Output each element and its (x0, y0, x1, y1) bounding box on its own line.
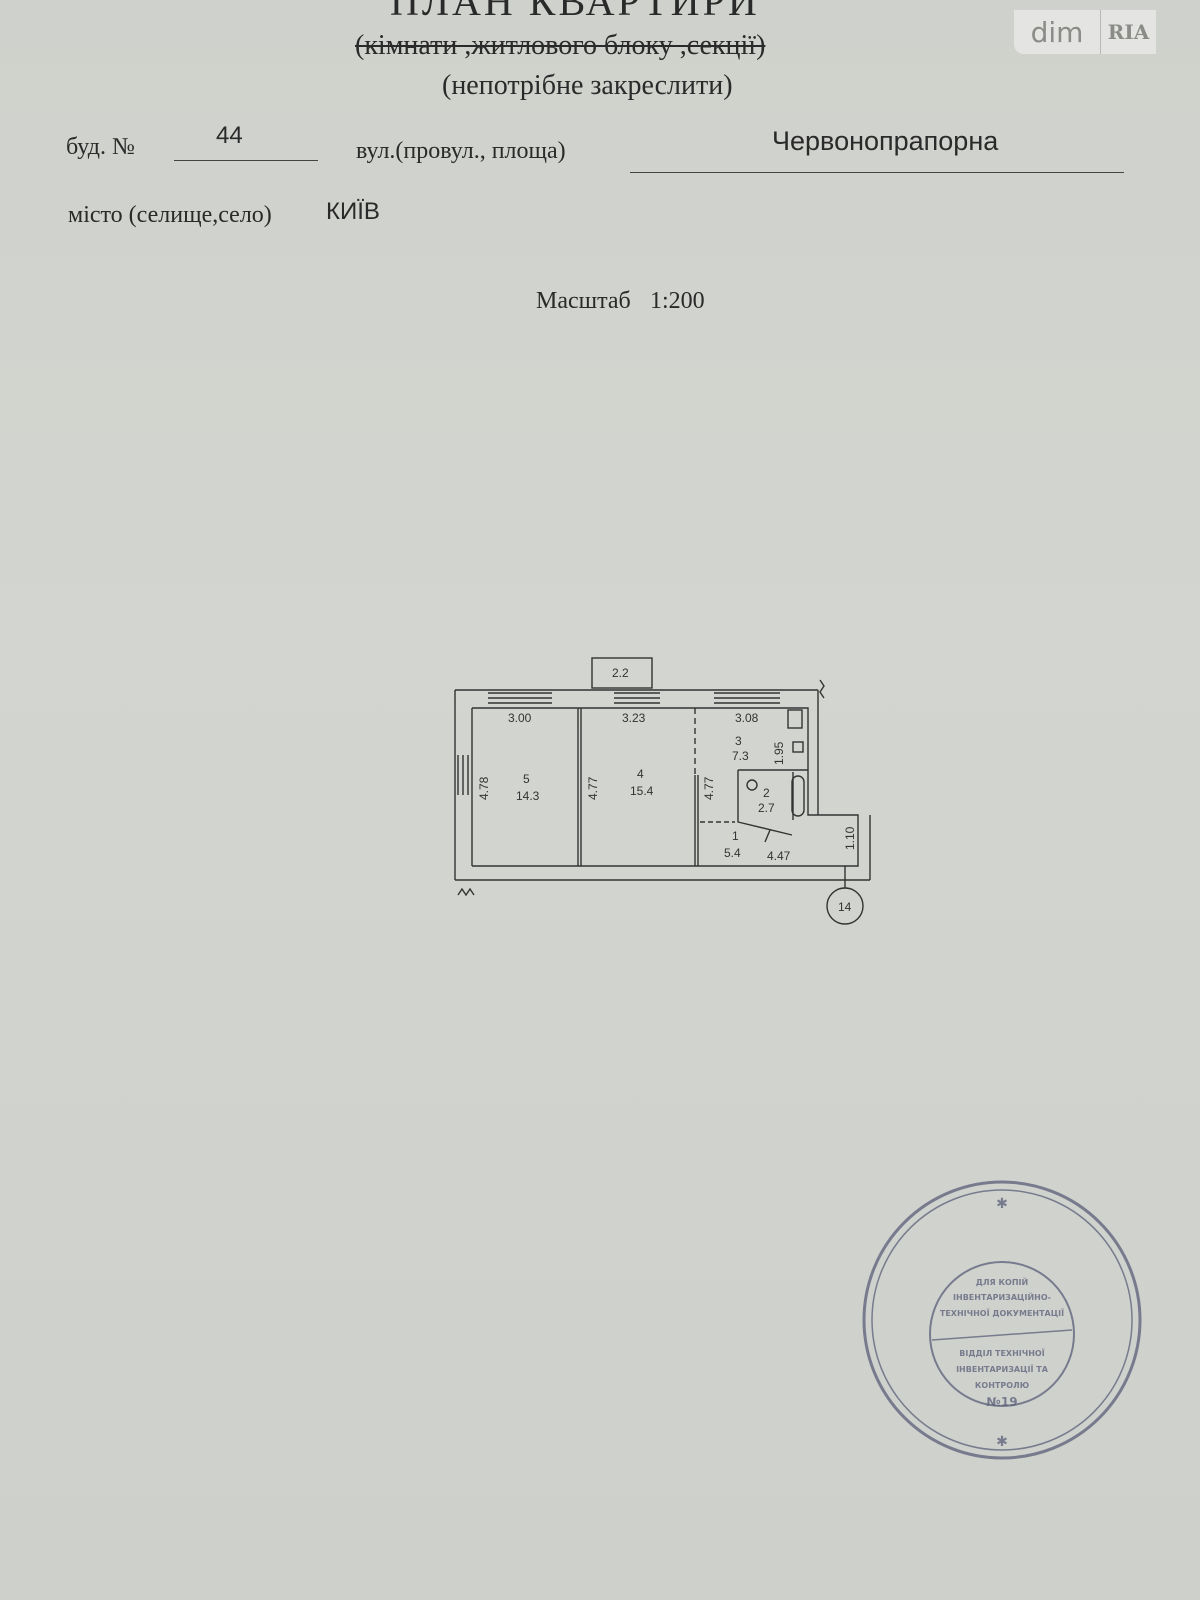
room-4-area: 15.4 (630, 784, 654, 798)
street-label: вул.(провул., площа) (356, 138, 566, 164)
dim-kitchen-width: 3.08 (735, 711, 759, 725)
dim-room4-width: 3.23 (622, 711, 646, 725)
city-label: місто (селище,село) (68, 202, 272, 228)
logo-ria: RIA (1100, 10, 1156, 54)
svg-text:КОНТРОЛЮ: КОНТРОЛЮ (975, 1381, 1029, 1390)
bathroom-walls (737, 769, 808, 843)
svg-text:ВІДДІЛ ТЕХНІЧНОЇ: ВІДДІЛ ТЕХНІЧНОЇ (959, 1348, 1044, 1358)
dim-hall-length: 4.47 (767, 849, 791, 863)
dim-wall-4-hall: 4.77 (702, 776, 716, 800)
dim-kitchen-depth: 1.95 (772, 741, 786, 765)
balcony-area: 2.2 (612, 666, 629, 680)
instruction-note: (непотрібне закреслити) (442, 70, 733, 101)
room-1-number: 1 (732, 829, 739, 843)
axis-marker-label: 14 (838, 900, 852, 914)
sink-icon (792, 741, 804, 753)
break-marks (457, 679, 825, 897)
room-5-number: 5 (523, 772, 530, 786)
svg-text:№19: №19 (986, 1395, 1017, 1409)
building-underline (174, 160, 318, 161)
svg-text:ІНВЕНТАРИЗАЦІЙНО-: ІНВЕНТАРИЗАЦІЙНО- (953, 1291, 1051, 1302)
dim-wall-5-4: 4.77 (586, 776, 600, 800)
svg-text:ІНВЕНТАРИЗАЦІЇ ТА: ІНВЕНТАРИЗАЦІЇ ТА (956, 1364, 1049, 1374)
windows (457, 692, 780, 795)
room-2-number: 2 (763, 786, 770, 800)
room-1-area: 5.4 (724, 846, 741, 860)
dim-room5-width: 3.00 (508, 711, 532, 725)
room-5-area: 14.3 (516, 789, 540, 803)
building-label: буд. № (66, 134, 135, 160)
room-4-number: 4 (637, 767, 644, 781)
axis-marker (826, 887, 864, 925)
partitions (577, 708, 699, 866)
toilet-icon (746, 779, 758, 791)
street-underline (630, 172, 1124, 173)
room-3-number: 3 (735, 734, 742, 748)
street-name: Червонопрапорна (772, 126, 999, 156)
room-3-area: 7.3 (732, 749, 749, 763)
svg-text:ТЕХНІЧНОЇ ДОКУМЕНТАЦІЇ: ТЕХНІЧНОЇ ДОКУМЕНТАЦІЇ (940, 1308, 1064, 1318)
balcony (591, 657, 653, 689)
dim-room5-depth: 4.78 (477, 776, 491, 800)
walls (454, 689, 871, 881)
bathtub-icon (791, 775, 805, 817)
struck-options: (кімнати ,житлового блоку ,секції) (355, 30, 766, 61)
dimria-watermark-logo: dim RIA (1014, 10, 1156, 54)
scale-value: 1:200 (650, 288, 705, 314)
stove-icon (787, 709, 803, 729)
building-number: 44 (216, 122, 243, 149)
svg-text:ДЛЯ КОПІЙ: ДЛЯ КОПІЙ (976, 1276, 1028, 1287)
room-2-area: 2.7 (758, 801, 775, 815)
svg-text:✱: ✱ (996, 1434, 1008, 1450)
logo-dim: dim (1030, 15, 1084, 49)
scale-label: Масштаб (536, 288, 631, 314)
city-name: КИЇВ (326, 198, 380, 225)
document-title: ПЛАН КВАРТИРИ (390, 0, 760, 24)
svg-text:✱: ✱ (996, 1196, 1008, 1212)
dim-hall-width: 1.10 (843, 826, 857, 850)
